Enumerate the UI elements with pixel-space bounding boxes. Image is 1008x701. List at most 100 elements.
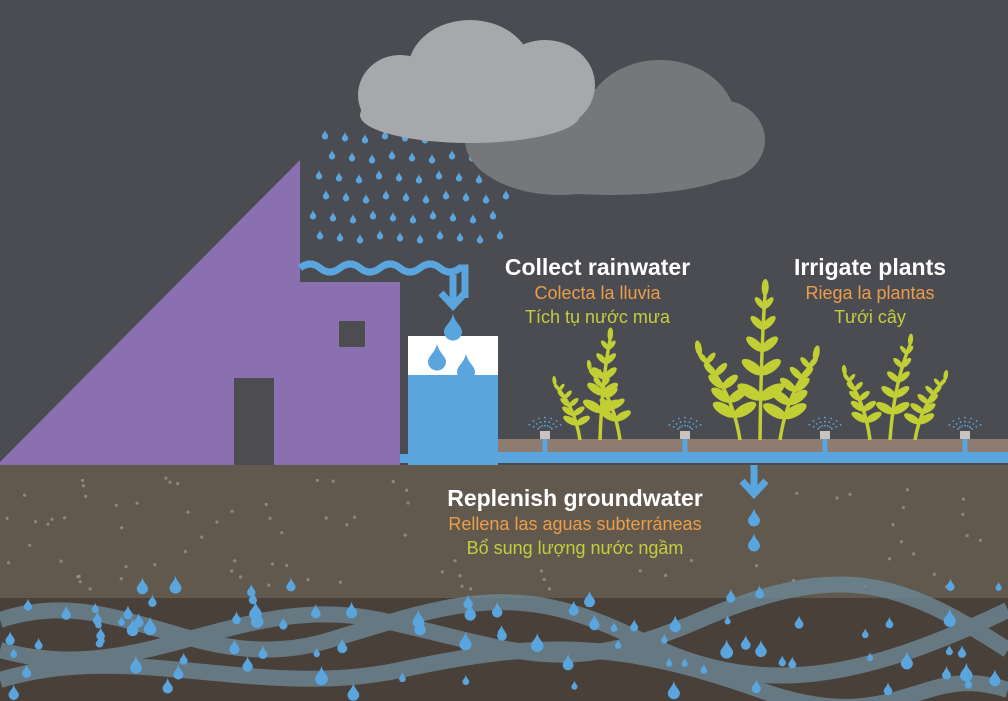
pebble [453, 559, 457, 563]
pebble [183, 550, 187, 554]
leaf [893, 357, 904, 368]
pebble [239, 575, 243, 579]
plant-icon [842, 364, 882, 441]
spray-dot [549, 426, 551, 428]
raindrop-icon [402, 191, 410, 202]
pebble [755, 564, 759, 568]
leaf [904, 413, 921, 425]
pebble [28, 543, 32, 547]
spray-dot [677, 417, 680, 420]
pebble [315, 478, 319, 482]
pebble [899, 540, 903, 544]
pebble [965, 534, 969, 538]
spray-dot [677, 427, 679, 430]
sprinkler-icon [808, 416, 842, 453]
gutter-wave [297, 260, 469, 298]
leaf [876, 402, 894, 415]
pebble [912, 552, 916, 556]
spray-dot [672, 425, 675, 428]
pebble [391, 480, 395, 484]
plant-icon [586, 359, 631, 441]
leaf [848, 373, 856, 382]
sprinkler-icon-group [528, 416, 982, 453]
plant-icon [694, 340, 757, 441]
raindrop-icon [740, 635, 751, 650]
pebble [230, 509, 234, 513]
leaf [558, 383, 565, 391]
leaf [705, 352, 716, 364]
pebble [961, 497, 965, 501]
raindrop-icon [362, 193, 370, 204]
label-collect-title: Collect rainwater [504, 254, 691, 280]
pebble [23, 493, 27, 497]
pebble [33, 520, 38, 524]
raindrop-icon [442, 189, 450, 200]
pebble [352, 515, 357, 519]
label-collect-vietnamese: Tích tụ nước mưa [525, 307, 670, 327]
leaf [849, 390, 861, 401]
raindrop-icon [491, 601, 503, 618]
spray-dot [552, 423, 555, 425]
raindrop-icon [464, 603, 476, 621]
raindrop-icon [429, 209, 437, 220]
sprinkler-icon [528, 416, 562, 453]
pebble [440, 570, 444, 574]
leaf [851, 411, 868, 423]
leaf [568, 398, 579, 407]
pebble [403, 533, 407, 537]
raindrop-icon-tank [428, 313, 475, 381]
leaf [891, 402, 910, 415]
leaf [600, 378, 610, 387]
spray-dot [975, 425, 978, 428]
pebble [200, 535, 204, 539]
arrow-down-icon-tank [438, 275, 468, 312]
house-icon [0, 160, 400, 465]
spray-dot [550, 417, 553, 420]
leaf [605, 353, 616, 364]
raindrop-icon [356, 233, 364, 244]
leaf [918, 413, 935, 425]
raindrop-icon [129, 655, 142, 674]
leaf [586, 359, 592, 371]
raindrop-icon [778, 655, 786, 667]
spray-dot [541, 425, 544, 427]
pebble [406, 501, 410, 505]
raindrop-icon [342, 191, 350, 202]
spray-dot [672, 420, 675, 422]
raindrop-icon [448, 149, 456, 160]
spray-dot [831, 427, 833, 430]
leaf [712, 401, 736, 418]
spray-dot [688, 421, 691, 424]
raindrop-icon [435, 169, 443, 180]
label-replenish-title: Replenish groundwater [447, 485, 703, 511]
leaf [865, 411, 882, 423]
leaf [771, 389, 791, 406]
spray-dot [668, 423, 671, 426]
raindrop-icon [571, 680, 578, 690]
raindrop-icon [321, 129, 329, 140]
spray-dot [955, 423, 958, 425]
leaf [750, 315, 765, 330]
pebble [119, 577, 123, 581]
leaf [763, 297, 774, 310]
raindrop-icon [660, 633, 668, 644]
raindrop-icon [395, 171, 403, 182]
raindrop-icon [476, 233, 484, 244]
spray-dot [826, 425, 829, 427]
soil-pebbles [5, 476, 983, 591]
raindrop-icon [408, 151, 416, 162]
pebble [542, 577, 546, 582]
leaf [943, 369, 949, 381]
leaf [887, 371, 900, 383]
spray-dot [971, 427, 973, 430]
spray-dot [689, 426, 691, 428]
raindrop-icon [885, 616, 894, 629]
raindrop-icon [336, 231, 344, 242]
leaf [846, 381, 856, 391]
pebble [664, 573, 668, 578]
raindrop-icon [462, 674, 470, 685]
raindrop-icon [382, 189, 390, 200]
raindrop-icon [867, 652, 874, 662]
raindrop-icon [95, 618, 102, 629]
raindrop-icon [355, 173, 363, 184]
